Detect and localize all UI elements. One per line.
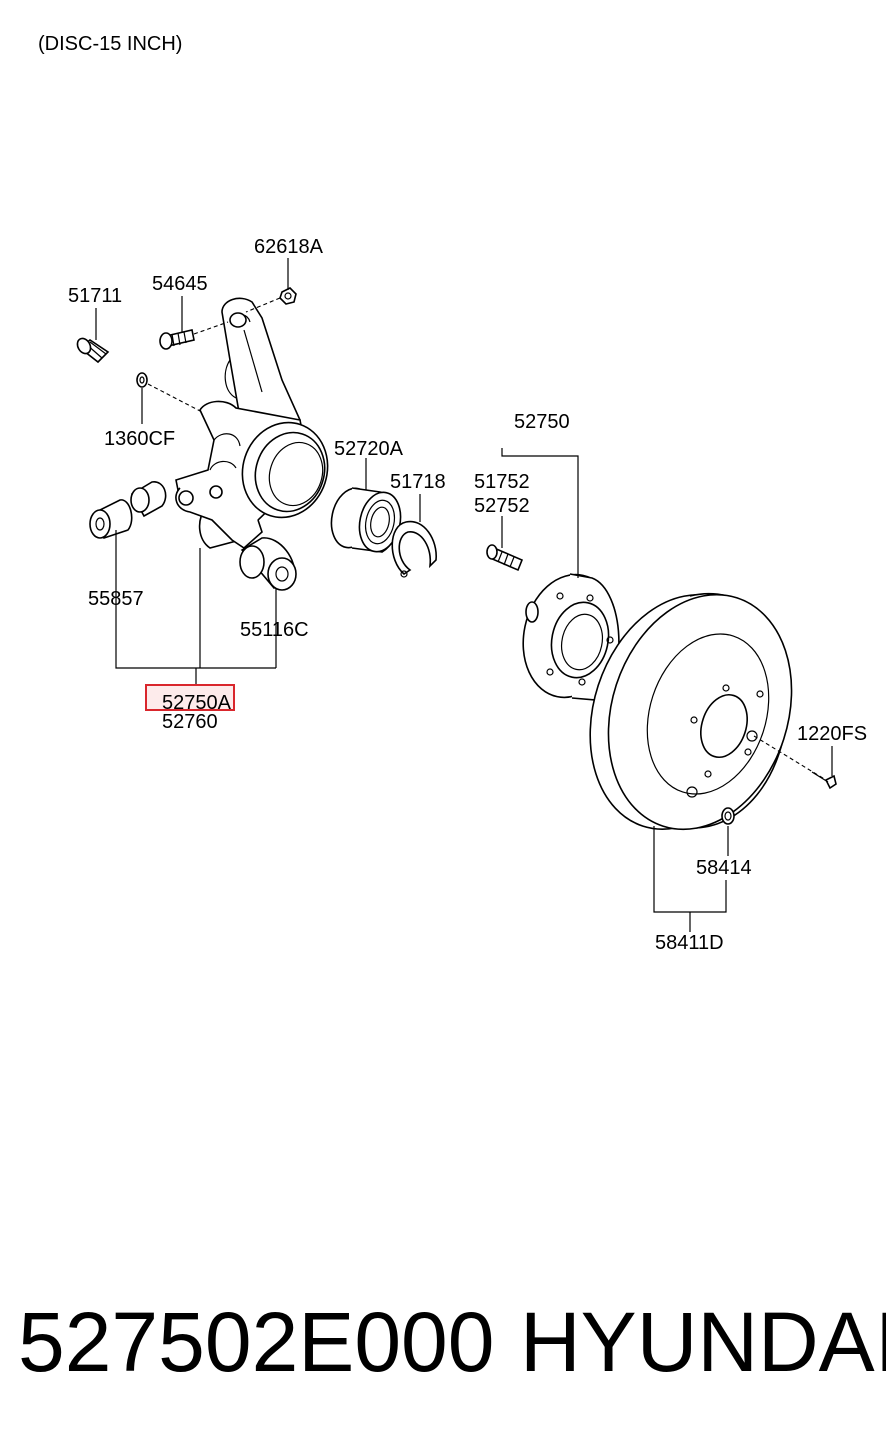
label-52750A[interactable]: 52750A <box>162 692 232 714</box>
steering-knuckle <box>175 297 329 550</box>
cap-58414 <box>721 807 735 825</box>
label-52720A: 52720A <box>334 438 404 460</box>
nut-62618A <box>279 287 297 305</box>
part-number-caption: 527502E000 <box>18 1295 495 1389</box>
label-55116C: 55116C <box>240 619 309 641</box>
bolt-51711 <box>76 337 110 364</box>
label-52752: 52752 <box>474 495 530 517</box>
label-58411D: 58411D <box>655 932 724 954</box>
bracket-52750 <box>501 448 579 578</box>
brake-disc-58411D <box>589 592 793 831</box>
bushing-55116C <box>239 537 297 591</box>
bolt-54645 <box>159 329 195 350</box>
label-54645: 54645 <box>152 273 208 295</box>
label-1360CF: 1360CF <box>104 428 175 450</box>
highlight-52750A <box>145 684 235 711</box>
brand-caption: HYUNDAI <box>520 1295 886 1389</box>
wheel-stud-51752 <box>486 544 524 572</box>
label-51718: 51718 <box>390 471 446 493</box>
axis-54645 <box>193 321 229 335</box>
label-51711: 51711 <box>68 285 122 307</box>
axis-62618A <box>245 297 281 313</box>
label-52760: 52760 <box>162 711 218 733</box>
bracket-52750A <box>115 530 276 669</box>
wheel-hub-52750 <box>522 573 620 701</box>
axis-1360CF <box>147 383 203 413</box>
label-1220FS: 1220FS <box>797 723 867 745</box>
label-52750: 52750 <box>514 411 570 433</box>
washer-1360CF <box>136 372 148 388</box>
label-55857: 55857 <box>88 588 144 610</box>
label-58414: 58414 <box>696 857 752 879</box>
snap-ring-51718 <box>391 520 437 578</box>
bushing-55857 <box>89 481 167 540</box>
axis-1220FS <box>753 735 827 781</box>
variant-note: (DISC-15 INCH) <box>38 33 182 55</box>
label-62618A: 62618A <box>254 236 324 258</box>
bearing-52720A <box>330 487 402 553</box>
label-51752: 51752 <box>474 471 530 493</box>
